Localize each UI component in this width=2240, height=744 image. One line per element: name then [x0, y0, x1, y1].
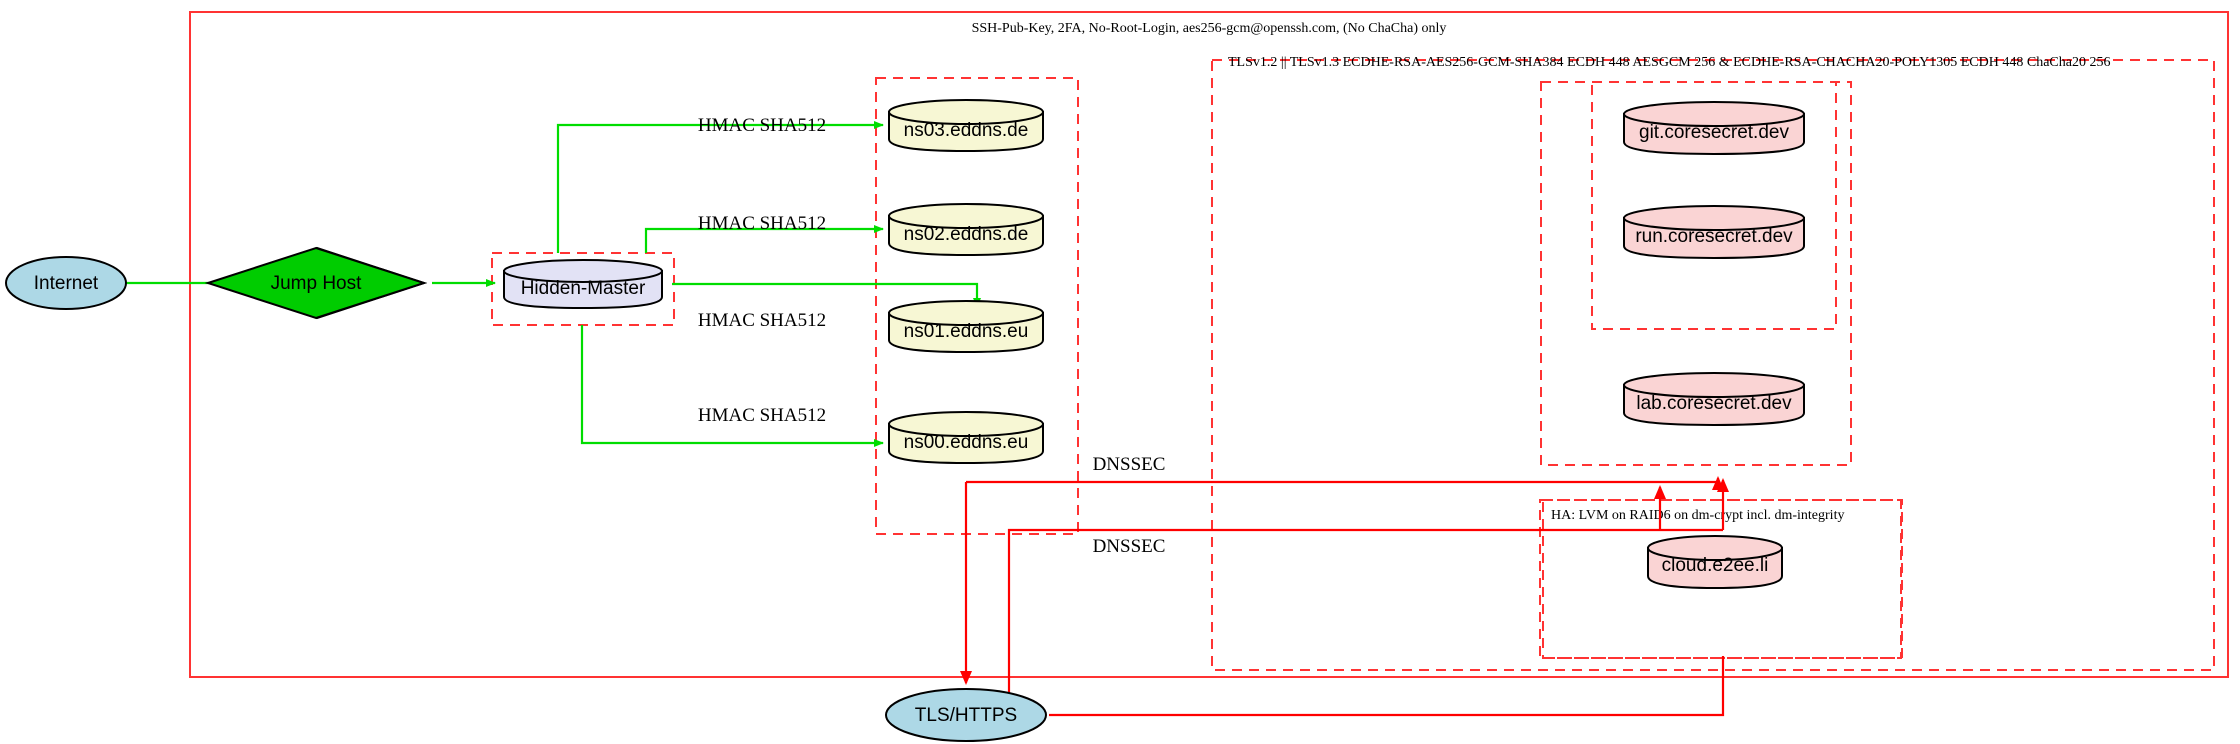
edge-hiddenmaster-to-ns00 [580, 325, 884, 447]
ns00-cyl-top [888, 411, 1044, 437]
tls-policy-label: TLSv1.2 || TLSv1.3 ECDHE-RSA-AES256-GCM-… [1228, 55, 2110, 70]
jump-host-diamond [204, 246, 428, 320]
git-label: git.coresecret.dev [1639, 122, 1789, 143]
edge-label-hmac-ns03: HMAC SHA512 [698, 115, 826, 136]
node-ns02[interactable]: ns02.eddns.de [888, 203, 1044, 257]
tls-policy-boundary [1211, 59, 2215, 671]
ha-inner-boundary [1539, 499, 1903, 659]
node-lab-coresecret[interactable]: lab.coresecret.dev [1623, 372, 1805, 427]
edge-label-dnssec-lower: DNSSEC [1093, 536, 1166, 557]
edge-hiddenmaster-to-ns03 [556, 121, 884, 253]
node-tls-https[interactable]: TLS/HTTPS [885, 688, 1047, 742]
ha-policy-label: HA: LVM on RAID6 on dm-crypt incl. dm-in… [1551, 508, 1844, 523]
tls-https-label: TLS/HTTPS [915, 705, 1017, 726]
node-cloud-e2ee[interactable]: cloud.e2ee.li [1647, 535, 1783, 590]
internet-ellipse [5, 256, 127, 310]
ns02-label: ns02.eddns.de [904, 224, 1029, 245]
edge-label-dnssec-upper: DNSSEC [1093, 454, 1166, 475]
edge-hiddenmaster-to-ns01 [672, 282, 981, 308]
git-cyl-top [1623, 101, 1805, 127]
node-ns03[interactable]: ns03.eddns.de [888, 99, 1044, 153]
node-ns01[interactable]: ns01.eddns.eu [888, 300, 1044, 354]
hidden-master-cyl-top [503, 259, 663, 283]
ssh-policy-boundary [189, 11, 2229, 678]
internet-label: Internet [34, 273, 99, 294]
ns01-label: ns01.eddns.eu [904, 321, 1029, 342]
node-git-coresecret[interactable]: git.coresecret.dev [1623, 101, 1805, 156]
ns03-cyl-top [888, 99, 1044, 125]
edge-hiddenmaster-to-ns02 [644, 225, 884, 253]
node-hidden-master[interactable]: Hidden-Master [503, 259, 663, 310]
run-label: run.coresecret.dev [1635, 226, 1793, 247]
node-jump-host[interactable]: Jump Host [204, 246, 428, 320]
lab-cluster-boundary [1540, 81, 1852, 466]
edge-label-hmac-ns01: HMAC SHA512 [698, 310, 826, 331]
jump-host-label: Jump Host [271, 273, 363, 294]
node-ns00[interactable]: ns00.eddns.eu [888, 411, 1044, 465]
node-run-coresecret[interactable]: run.coresecret.dev [1623, 205, 1805, 260]
cloud-cyl-top [1647, 535, 1783, 561]
ssh-policy-label: SSH-Pub-Key, 2FA, No-Root-Login, aes256-… [972, 21, 1447, 36]
ns02-cyl-top [888, 203, 1044, 229]
edge-label-hmac-ns00: HMAC SHA512 [698, 405, 826, 426]
hidden-master-label: Hidden-Master [521, 278, 646, 299]
edge-dnssec-lower [1007, 528, 1723, 715]
node-internet[interactable]: Internet [5, 256, 127, 310]
lab-label: lab.coresecret.dev [1636, 393, 1792, 414]
cloud-label: cloud.e2ee.li [1662, 555, 1769, 576]
tls-https-ellipse [885, 688, 1047, 742]
ns00-label: ns00.eddns.eu [904, 432, 1029, 453]
run-cyl-top [1623, 205, 1805, 231]
dns-cluster-boundary [875, 77, 1079, 535]
ns03-label: ns03.eddns.de [904, 120, 1029, 141]
lab-cyl-top [1623, 372, 1805, 398]
edge-tls-https-right [1049, 656, 1725, 717]
edge-label-hmac-ns02: HMAC SHA512 [698, 213, 826, 234]
ns01-cyl-top [888, 300, 1044, 326]
